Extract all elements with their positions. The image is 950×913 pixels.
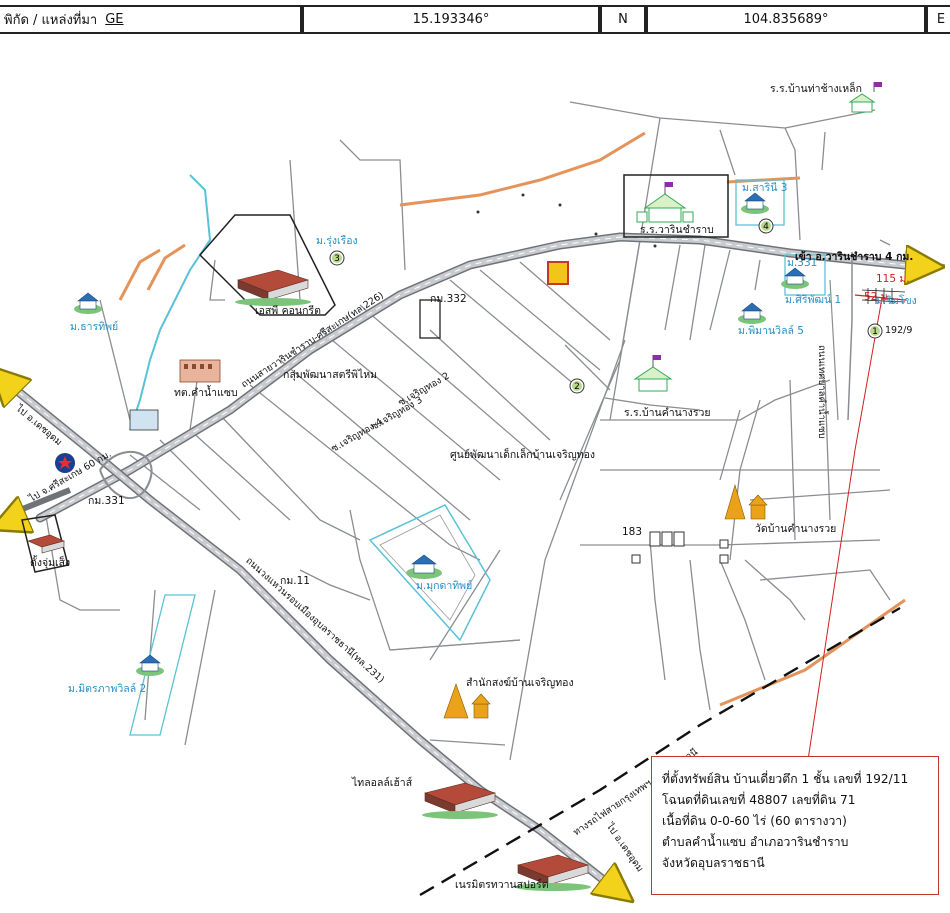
- label-dist-115: 115 ม.: [876, 273, 910, 285]
- label-vertical-road: ถนนเทศบาลคำน้ำแซบ: [816, 345, 827, 439]
- label-concrete-factory: เอสพี คอนกรีต: [255, 305, 321, 317]
- label-village-phiman: ม.พิมานวิลล์ 5: [738, 325, 804, 337]
- label-village-siriphat: ม.ศิริพัฒน์ 1: [785, 294, 842, 306]
- info-line-province: จังหวัดอุบลราชธานี: [662, 856, 765, 870]
- target-pointer: [807, 297, 883, 761]
- label-km-332: กม.332: [430, 293, 467, 305]
- marker-1: 1: [867, 323, 883, 339]
- label-village-rim-khong: ม.ริมโขง: [876, 295, 917, 307]
- lon-direction: E: [936, 12, 946, 27]
- source-value: GE: [105, 12, 124, 27]
- school-icon-kham-nang-rai: [633, 355, 673, 392]
- label-school-tha-chang: ร.ร.บ้านท่าช้างเหล็ก: [770, 83, 862, 95]
- survey-dots: [476, 193, 657, 248]
- label-village-331: ม.331: [787, 257, 818, 269]
- railway-line: [419, 606, 901, 897]
- km332-plot: [419, 299, 441, 339]
- marker-3: 3: [329, 250, 345, 266]
- label-school-kham-nang-rai: ร.ร.บ้านคำนางรวย: [624, 407, 711, 419]
- label-house-192-9: 192/9: [885, 325, 913, 336]
- local-roads: [44, 101, 946, 761]
- label-village-mook: ม.มุกดาทิพย์: [416, 580, 473, 592]
- label-to-warin: เข้า อ.วารินชำราบ 4 กม.: [795, 251, 914, 263]
- label-km-331: กม.331: [88, 495, 125, 507]
- label-km-11: กม.11: [280, 575, 310, 587]
- property-info-box: ที่ตั้งทรัพย์สิน บ้านเดี่ยวตึก 1 ชั้น เล…: [651, 756, 939, 895]
- longitude-value: 104.835689°: [743, 12, 829, 27]
- lat-dir-cell: N: [600, 5, 646, 34]
- label-tambon-office: ทต.คำน้ำแซบ: [174, 387, 238, 399]
- label-dist-52: 52 ม.: [864, 291, 891, 303]
- gas-station-icon: [55, 453, 75, 473]
- kiosk-icon: [129, 409, 159, 431]
- village-mitrparn-plot: [129, 594, 196, 736]
- concrete-factory-plot: [198, 214, 336, 316]
- marker-4-label: 4: [763, 222, 769, 232]
- access-road: [847, 252, 853, 421]
- office-building-icon: [179, 359, 221, 383]
- info-line-district: ตำบลคำน้ำแซบ อำเภอวารินชำราบ: [662, 835, 849, 849]
- coord-label: พิกัด / แหล่งที่มา: [4, 13, 98, 28]
- marker-1-label: 1: [872, 327, 878, 337]
- label-village-sri-thep: ม.ธารทิพย์: [70, 321, 119, 333]
- school-icon-warin: [636, 182, 694, 223]
- longitude-cell: 104.835689°: [646, 5, 926, 34]
- orange-roads: [118, 131, 906, 707]
- marker-2: 2: [569, 378, 585, 394]
- label-temple-kham-nang-rai: วัดบ้านคำนางรวย: [755, 523, 837, 535]
- label-village-rung-rueang: ม.รุ่งเรือง: [316, 235, 358, 247]
- label-kung-chum: ตั้งจุ่มเส็ง: [30, 557, 71, 569]
- label-num-183: 183: [622, 526, 643, 538]
- village-siriphat-plot: [784, 254, 826, 296]
- school-warin-plot: [623, 174, 729, 238]
- direction-arrows: [4, 265, 925, 890]
- highway-226: [35, 232, 910, 523]
- label-village-mitrparn: ม.มิตรภาพวิลล์ 2: [68, 683, 147, 695]
- label-village-sarin: ม.สารินี 3: [742, 182, 788, 194]
- marker-2-label: 2: [574, 382, 580, 392]
- school-icon-tha-chang: [848, 82, 882, 113]
- label-home-pro: ไทลอลล์เฮ้าส์: [352, 777, 413, 789]
- header-coord-cell: พิกัด / แหล่งที่มา GE: [0, 5, 302, 34]
- house-icons: [74, 192, 809, 676]
- info-line-address: ที่ตั้งทรัพย์สิน บ้านเดี่ยวตึก 1 ชั้น เล…: [662, 772, 909, 786]
- road-red-spur: [854, 294, 906, 301]
- marker-3-label: 3: [334, 254, 340, 264]
- label-temple-charoen-thong: สำนักสงฆ์บ้านเจริญทอง: [466, 677, 574, 689]
- info-line-area: เนื้อที่ดิน 0-0-60 ไร่ (60 ตารางวา): [662, 814, 847, 828]
- info-line-deed: โฉนดที่ดินเลขที่ 48807 เลขที่ดิน 71: [662, 793, 856, 807]
- red-marker-icon: [547, 261, 569, 285]
- warehouse-icons: [27, 269, 591, 891]
- label-school-warin: ร.ร.วารินชำราบ: [640, 224, 714, 236]
- kung-chum-plot: [21, 514, 69, 573]
- lat-direction: N: [618, 12, 628, 27]
- label-child-center: ศูนย์พัฒนาเด็กเล็กบ้านเจริญทอง: [450, 449, 596, 461]
- label-sport-center: เนรมิตรทวานสปอร์ต: [455, 879, 549, 891]
- marker-4: 4: [758, 218, 774, 234]
- location-markers: 1 2 3 4: [329, 218, 883, 394]
- mook-village-plot: [368, 504, 491, 642]
- latitude-cell: 15.193346°: [302, 5, 600, 34]
- mook-inner-plot: [379, 514, 476, 621]
- label-health-center: กลุ่มพัฒนาสตรีพิไหม: [283, 369, 378, 381]
- building-183: [631, 531, 729, 564]
- temple-icons: [443, 483, 768, 719]
- latitude-value: 15.193346°: [412, 12, 490, 27]
- lon-dir-cell: E: [926, 5, 950, 34]
- canal: [129, 174, 212, 431]
